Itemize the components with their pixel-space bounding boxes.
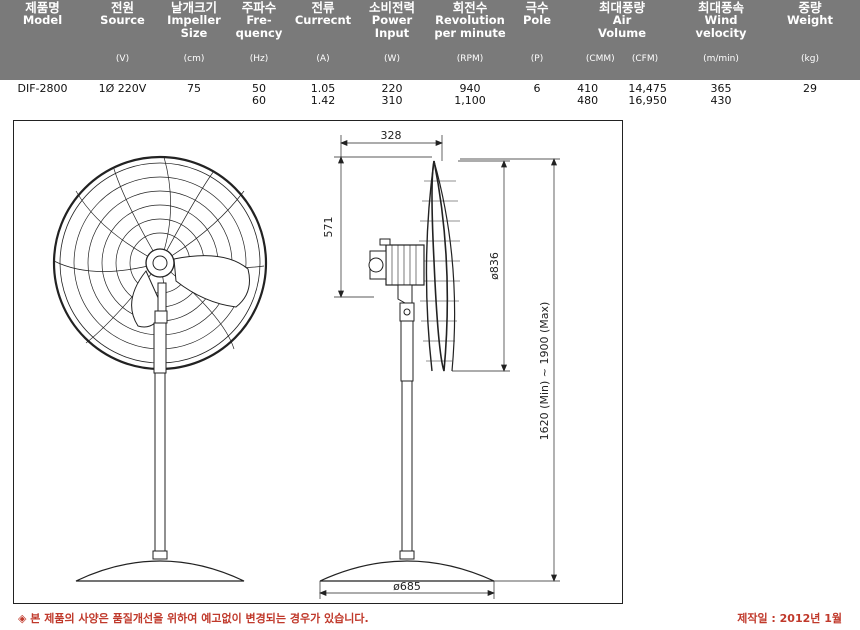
fan-drawing: 328 571 ø836 1620 (Min) ~ 1900 (Max) ø68… bbox=[52, 129, 560, 599]
cell-weight: 29 bbox=[803, 82, 817, 95]
side-base bbox=[319, 560, 495, 582]
dim-depth: 328 bbox=[381, 129, 402, 142]
dim-base: ø685 bbox=[393, 580, 421, 593]
side-guard bbox=[431, 160, 449, 372]
dim-diameter: ø836 bbox=[488, 252, 501, 280]
cell-pole: 6 bbox=[533, 82, 541, 95]
dimension-labels: 328 571 ø836 1620 (Min) ~ 1900 (Max) ø68… bbox=[322, 129, 551, 593]
cell-source: 1Ø 220V bbox=[98, 82, 147, 95]
side-pole-lower bbox=[401, 380, 413, 560]
dim-motor-height: 571 bbox=[322, 217, 335, 238]
fan-blade bbox=[173, 255, 250, 308]
footer-note: ◈ 본 제품의 사양은 품질개선을 위하여 예고없이 변경되는 경우가 있습니다… bbox=[18, 612, 369, 625]
footer-date: 제작일 : 2012년 1월 bbox=[737, 612, 842, 625]
drawing-panel: 328 571 ø836 1620 (Min) ~ 1900 (Max) ø68… bbox=[13, 120, 623, 604]
front-base bbox=[75, 560, 245, 582]
cell-size: 75 bbox=[187, 82, 201, 95]
front-view bbox=[52, 155, 268, 582]
dimension-lines bbox=[319, 135, 560, 599]
front-pole-lower bbox=[154, 372, 166, 560]
front-pole-upper bbox=[153, 322, 167, 374]
side-pole-upper bbox=[400, 320, 414, 382]
cell-model: DIF-2800 bbox=[17, 82, 68, 95]
dim-total-height: 1620 (Min) ~ 1900 (Max) bbox=[538, 302, 551, 441]
side-view bbox=[319, 160, 495, 582]
